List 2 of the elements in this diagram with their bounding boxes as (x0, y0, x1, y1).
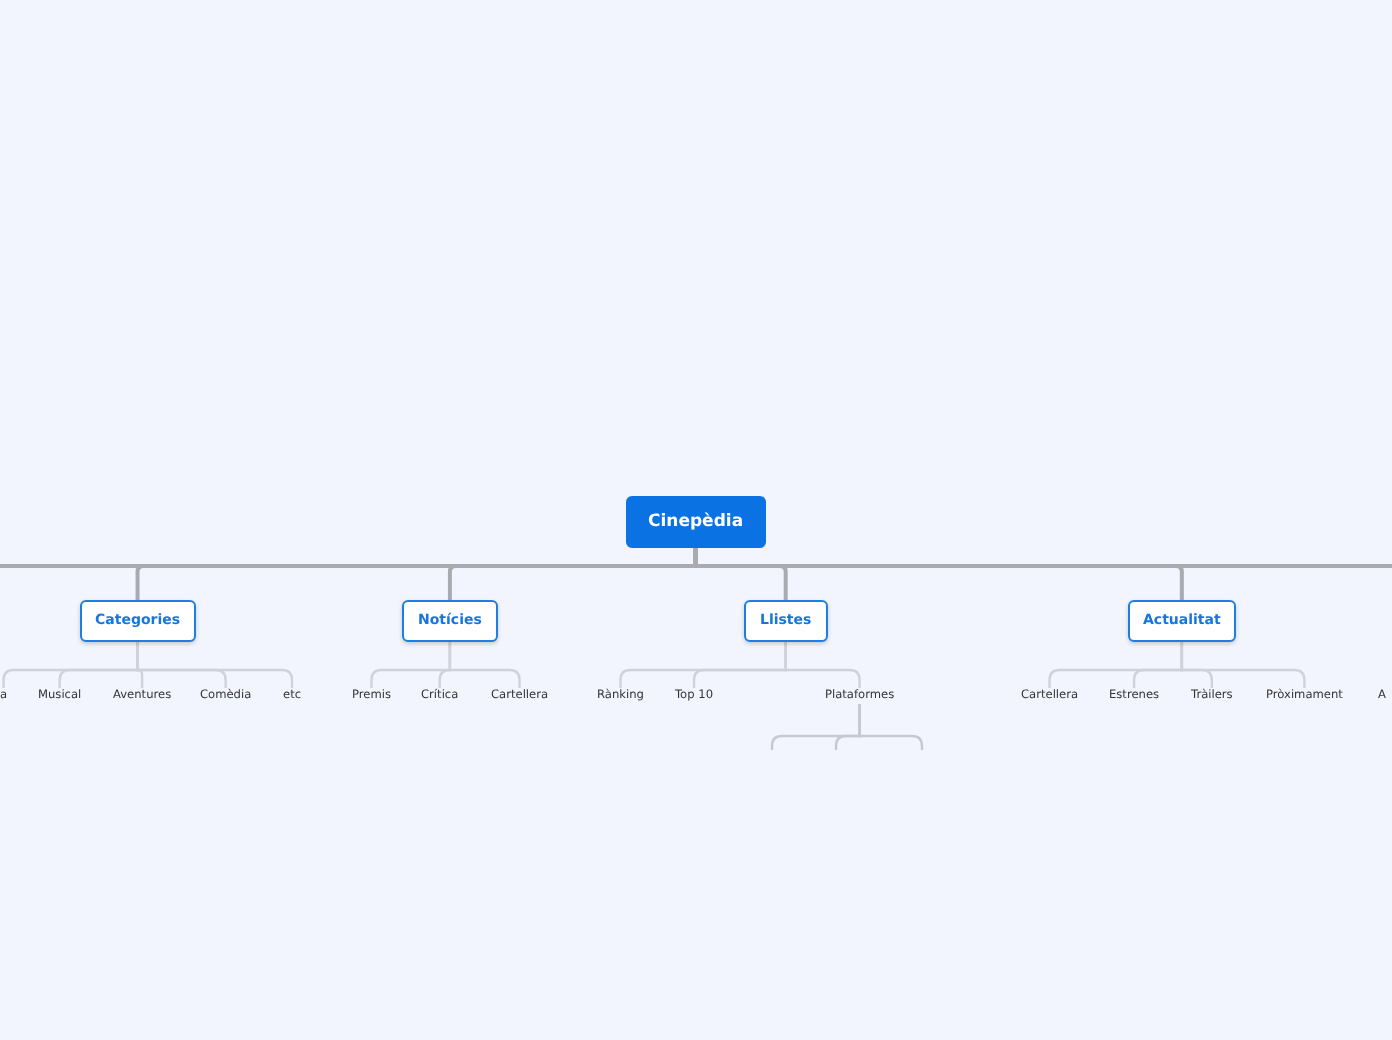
connector-line (693, 548, 1392, 568)
central-topic-box: Cinepèdia (626, 496, 766, 548)
